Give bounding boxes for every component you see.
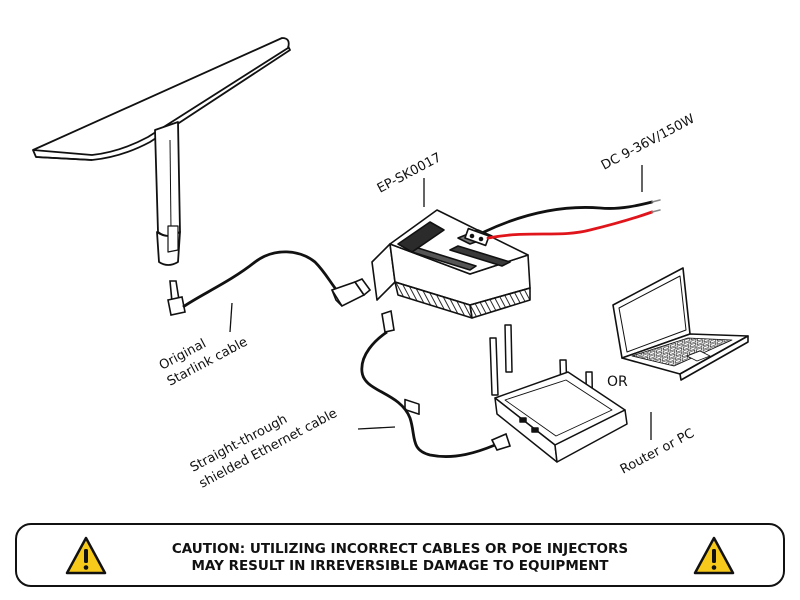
starlink-dish-icon <box>32 37 291 266</box>
caution-line-2: MAY RESULT IN IRREVERSIBLE DAMAGE TO EQU… <box>191 558 609 574</box>
ethernet-cable <box>360 309 512 458</box>
caution-line-1: CAUTION: UTILIZING INCORRECT CABLES OR P… <box>171 541 629 557</box>
starlink-cable <box>167 250 372 316</box>
laptop-icon <box>612 267 749 381</box>
device-label: EP-SK0017 <box>375 150 444 196</box>
caution-banner: CAUTION: UTILIZING INCORRECT CABLES OR P… <box>15 523 785 587</box>
device-box-icon <box>371 209 531 415</box>
router-label: Router or PC <box>618 426 697 478</box>
warning-icon <box>693 536 735 575</box>
leader-lines <box>229 165 652 440</box>
router-icon <box>489 324 628 463</box>
caution-text: CAUTION: UTILIZING INCORRECT CABLES OR P… <box>97 541 703 575</box>
or-label: OR <box>607 374 628 390</box>
power-label: DC 9-36V/150W <box>599 112 698 174</box>
warning-icon <box>65 536 107 575</box>
power-wires <box>482 199 661 240</box>
